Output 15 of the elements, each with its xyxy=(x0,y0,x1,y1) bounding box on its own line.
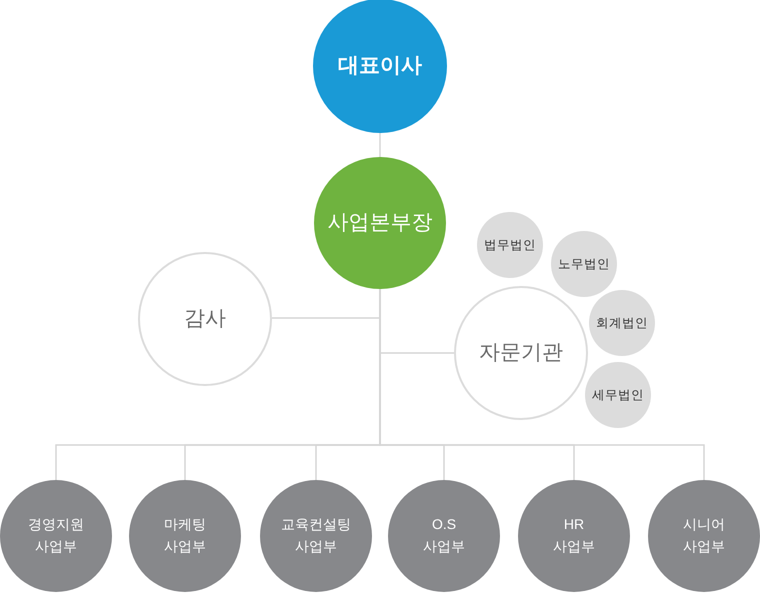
node-label: 교육컨설팅 사업부 xyxy=(281,515,351,556)
node-label: 회계법인 xyxy=(596,314,648,332)
node-label: 자문기관 xyxy=(479,340,563,366)
node-label: 대표이사 xyxy=(338,53,422,80)
node-label: 노무법인 xyxy=(558,256,610,272)
node-label: 세무법인 xyxy=(592,386,644,404)
node-label: 법무법인 xyxy=(484,236,536,254)
node-label: 시니어 사업부 xyxy=(683,515,725,556)
node-label: 사업본부장 xyxy=(328,210,432,236)
node-label: 마케팅 사업부 xyxy=(164,515,206,556)
node-label: 감사 xyxy=(184,306,226,332)
node-label: O.S 사업부 xyxy=(423,515,465,556)
connector-line xyxy=(379,133,381,157)
node-label: HR 사업부 xyxy=(553,515,595,556)
node-label: 경영지원 사업부 xyxy=(28,515,84,556)
